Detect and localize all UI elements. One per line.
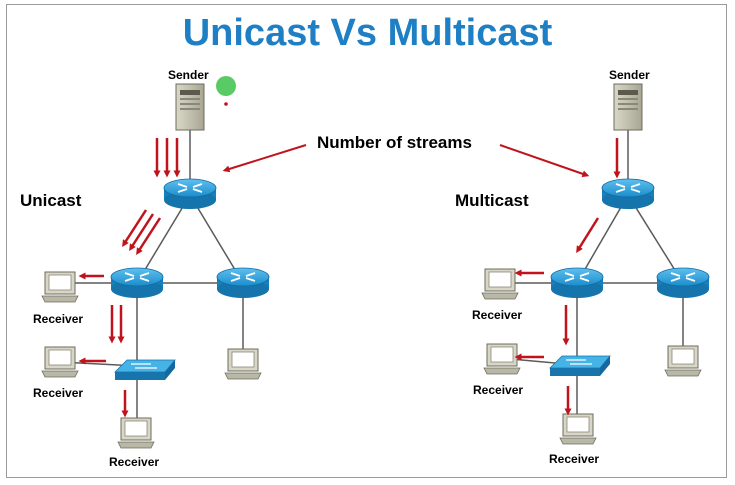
multicast-core-router-icon — [601, 178, 655, 209]
multicast-right-router-icon — [656, 267, 710, 298]
annotation-arrows — [222, 144, 590, 178]
multicast-idle-computer-icon — [664, 345, 702, 377]
multicast-sender-label: Sender — [609, 68, 650, 82]
unicast-receiver-1-computer-icon — [41, 271, 79, 303]
multicast-receiver-label-3: Receiver — [549, 452, 600, 466]
unicast-label: Unicast — [20, 191, 82, 210]
pointer-dot — [216, 76, 236, 96]
unicast-receiver-label-2: Receiver — [33, 386, 84, 400]
multicast-receiver-label-2: Receiver — [473, 383, 524, 397]
multicast-receiver-label-1: Receiver — [472, 308, 523, 322]
unicast-stream-arrows — [78, 138, 181, 418]
page-title: Unicast Vs Multicast — [182, 12, 553, 54]
multicast-stream-arrows — [514, 138, 621, 416]
switches — [114, 355, 611, 380]
unicast-switch-icon — [114, 359, 176, 380]
multicast-receiver-2-computer-icon — [483, 343, 521, 375]
unicast-receiver-label-1: Receiver — [33, 312, 84, 326]
unicast-left-router-icon — [110, 267, 164, 298]
unicast-right-router-icon — [216, 267, 270, 298]
routers — [110, 178, 710, 298]
number-of-streams-label: Number of streams — [317, 133, 472, 152]
multicast-receiver-1-computer-icon — [481, 268, 519, 300]
unicast-receiver-2-computer-icon — [41, 346, 79, 378]
unicast-sender-server-icon — [175, 83, 205, 131]
multicast-receiver-3-computer-icon — [559, 413, 597, 445]
multicast-sender-server-icon — [613, 83, 643, 131]
computers — [41, 268, 702, 449]
unicast-sender-label: Sender — [168, 68, 209, 82]
unicast-receiver-label-3: Receiver — [109, 455, 160, 469]
unicast-receiver-3-computer-icon — [117, 417, 155, 449]
multicast-label: Multicast — [455, 191, 529, 210]
unicast-idle-computer-icon — [224, 348, 262, 380]
unicast-core-router-icon — [163, 178, 217, 209]
multicast-left-router-icon — [550, 267, 604, 298]
multicast-switch-icon — [549, 355, 611, 376]
pointer-dot-small — [224, 102, 228, 106]
